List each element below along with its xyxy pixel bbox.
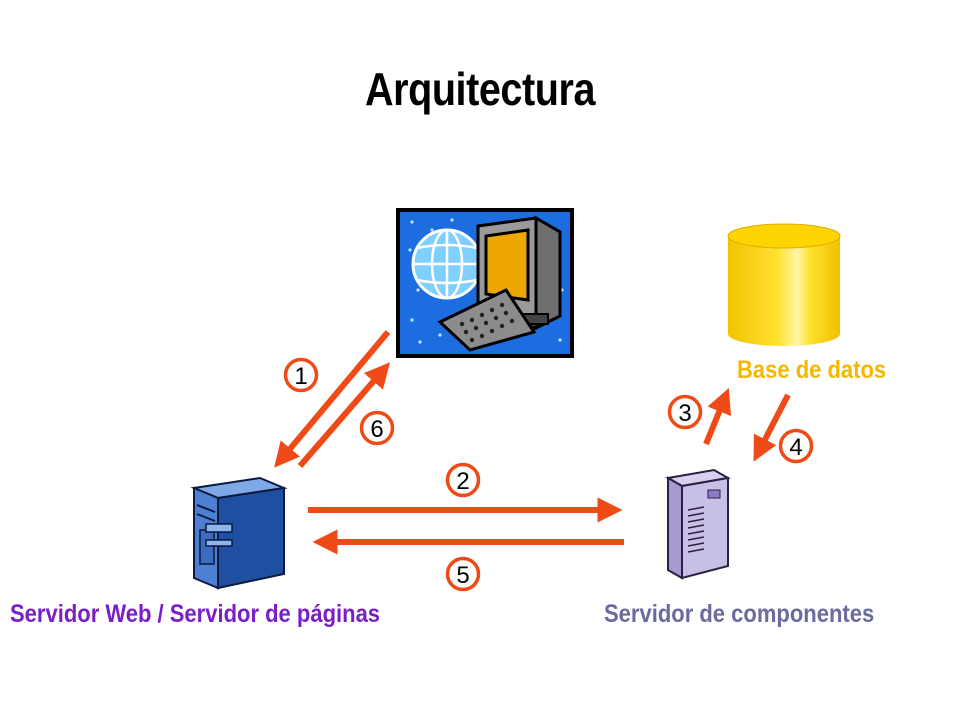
svg-text:6: 6 xyxy=(370,416,383,443)
arrow-step-3 xyxy=(703,388,731,446)
arrow-step-1 xyxy=(274,330,391,468)
step-badge-3: 3 xyxy=(667,394,703,430)
database-label: Base de datos xyxy=(737,356,887,384)
step-badge-4: 4 xyxy=(778,428,814,464)
svg-text:3: 3 xyxy=(678,400,691,427)
arrow-step-4 xyxy=(753,393,791,462)
svg-text:5: 5 xyxy=(456,562,469,589)
svg-text:1: 1 xyxy=(294,363,307,390)
svg-text:4: 4 xyxy=(789,434,802,461)
step-badge-6: 6 xyxy=(359,410,395,446)
component-server-icon xyxy=(665,468,731,580)
web-server-tower-icon xyxy=(190,476,288,590)
step-badge-1: 1 xyxy=(283,357,319,393)
component-server-label: Servidor de componentes xyxy=(604,600,875,628)
svg-text:2: 2 xyxy=(456,468,469,495)
page-title: Arquitectura xyxy=(364,63,596,115)
web-server-label: Servidor Web / Servidor de páginas xyxy=(10,600,381,628)
step-badge-2: 2 xyxy=(445,462,481,498)
client-computer-icon xyxy=(396,208,574,358)
arrow-step-6 xyxy=(297,362,390,468)
database-cylinder-icon xyxy=(727,223,841,346)
step-badge-5: 5 xyxy=(445,556,481,592)
